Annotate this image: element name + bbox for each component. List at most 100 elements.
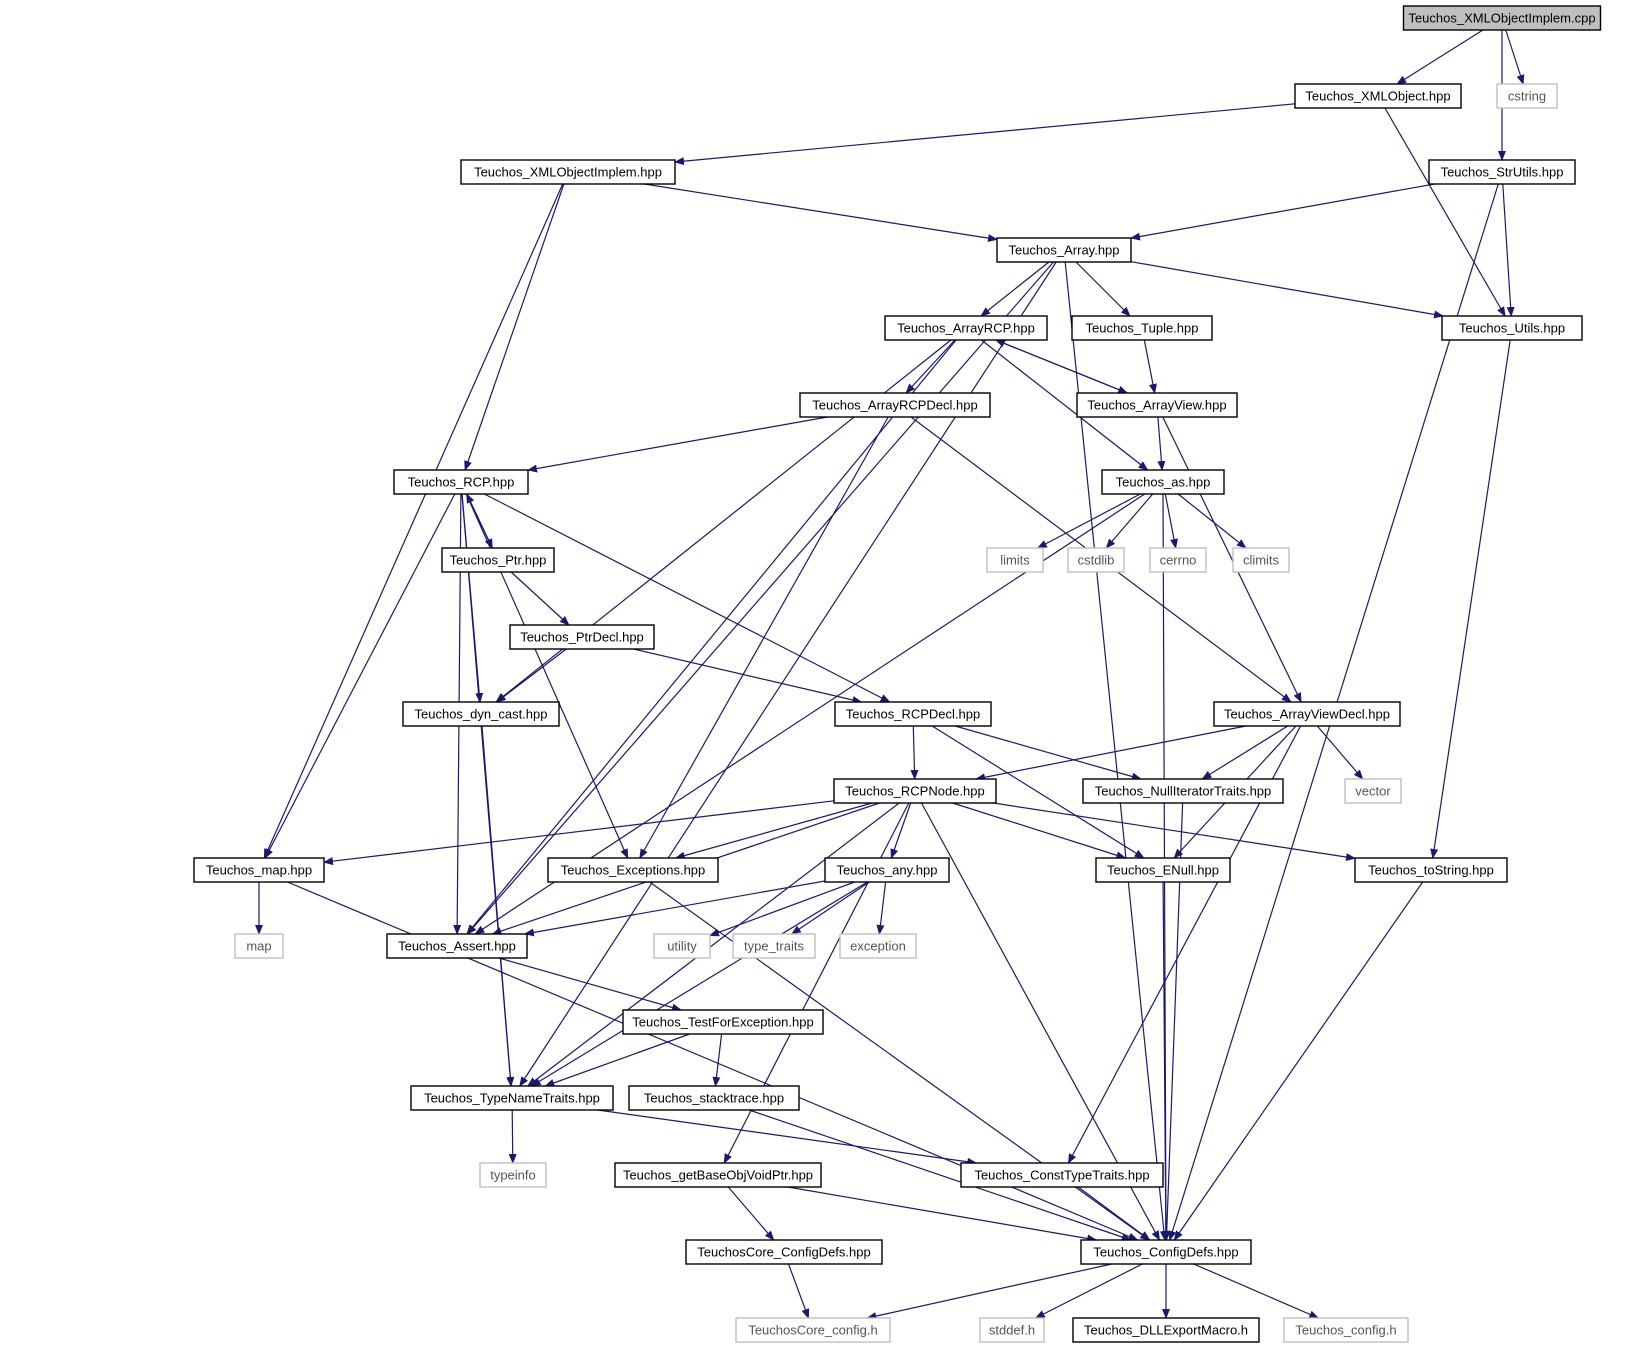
node-label: Teuchos_Exceptions.hpp — [561, 863, 706, 878]
edge-arrayrcp-to-arrayrcpdecl — [905, 339, 956, 394]
node-arrayview[interactable]: Teuchos_ArrayView.hpp — [1076, 392, 1238, 418]
node-consttype[interactable]: Teuchos_ConstTypeTraits.hpp — [960, 1162, 1164, 1188]
node-label: Teuchos_Tuple.hpp — [1086, 321, 1199, 336]
node-box — [1080, 1239, 1252, 1265]
node-getbaseobj[interactable]: Teuchos_getBaseObjVoidPtr.hpp — [614, 1162, 822, 1188]
node-arrayrcp[interactable]: Teuchos_ArrayRCP.hpp — [884, 315, 1048, 341]
node-label: Teuchos_map.hpp — [206, 863, 312, 878]
node-box — [509, 624, 655, 650]
edge-as-to-limits — [1036, 493, 1141, 549]
node-rcp[interactable]: Teuchos_RCP.hpp — [393, 469, 529, 495]
node-label: Teuchos_ArrayRCP.hpp — [897, 321, 1035, 336]
node-box — [653, 933, 711, 959]
node-map[interactable]: Teuchos_map.hpp — [193, 857, 325, 883]
node-box — [996, 237, 1132, 263]
edge-xmlimplem-to-array — [644, 183, 998, 243]
edge-arrayview-to-arrayviewdecl — [1162, 416, 1302, 703]
node-tuple[interactable]: Teuchos_Tuple.hpp — [1071, 315, 1213, 341]
node-xmlobject[interactable]: Teuchos_XMLObject.hpp — [1294, 83, 1462, 109]
node-label: Teuchos_Assert.hpp — [398, 939, 516, 954]
node-config: Teuchos_config.h — [1283, 1317, 1409, 1343]
edge-as-to-cerrno — [1164, 493, 1178, 549]
node-tostring[interactable]: Teuchos_toString.hpp — [1354, 857, 1508, 883]
edge-ptrdecl-to-dyncast — [495, 648, 567, 703]
edge-consttype-to-configdefs — [1077, 1186, 1151, 1241]
node-label: Teuchos_config.h — [1295, 1323, 1396, 1338]
node-box — [441, 547, 555, 573]
edge-configdefs-to-coreconfig — [866, 1263, 1112, 1320]
node-label: Teuchos_XMLObjectImplem.hpp — [474, 165, 662, 180]
node-label: Teuchos_RCPDecl.hpp — [846, 707, 980, 722]
node-box — [884, 315, 1048, 341]
node-any[interactable]: Teuchos_any.hpp — [824, 857, 950, 883]
node-label: Teuchos_dyn_cast.hpp — [415, 707, 548, 722]
node-coreconfig: TeuchosCore_config.h — [735, 1317, 891, 1343]
node-label: vector — [1355, 784, 1391, 799]
node-dyncast[interactable]: Teuchos_dyn_cast.hpp — [402, 701, 560, 727]
node-ptrdecl[interactable]: Teuchos_PtrDecl.hpp — [509, 624, 655, 650]
node-typename[interactable]: Teuchos_TypeNameTraits.hpp — [410, 1085, 614, 1111]
node-arrayrcpdecl[interactable]: Teuchos_ArrayRCPDecl.hpp — [799, 392, 991, 418]
node-stddef: stddef.h — [979, 1317, 1045, 1343]
node-exceptions[interactable]: Teuchos_Exceptions.hpp — [547, 857, 719, 883]
node-label: Teuchos_stacktrace.hpp — [644, 1091, 784, 1106]
node-label: Teuchos_Array.hpp — [1008, 243, 1119, 258]
node-box — [628, 1085, 800, 1111]
edge-rcpnode-to-exceptions — [674, 802, 873, 860]
edge-coreconfigdefs-to-coreconfig — [787, 1263, 810, 1319]
node-box — [460, 159, 676, 185]
edge-rcpnode-to-tostring — [993, 802, 1356, 861]
edge-array-to-tuple — [1075, 261, 1131, 317]
node-label: Teuchos_ArrayViewDecl.hpp — [1224, 707, 1390, 722]
node-strutils[interactable]: Teuchos_StrUtils.hpp — [1428, 159, 1576, 185]
node-utils[interactable]: Teuchos_Utils.hpp — [1441, 315, 1583, 341]
edge-rcpnode-to-typename — [527, 802, 900, 1087]
node-box — [614, 1162, 822, 1188]
node-nulliter[interactable]: Teuchos_NullIteratorTraits.hpp — [1082, 778, 1284, 804]
edge-rcpnode-to-enull — [952, 802, 1127, 860]
edge-assert-to-testforexc — [498, 957, 682, 1012]
node-box — [1149, 547, 1207, 573]
node-array[interactable]: Teuchos_Array.hpp — [996, 237, 1132, 263]
node-ptr[interactable]: Teuchos_Ptr.hpp — [441, 547, 555, 573]
node-root[interactable]: Teuchos_XMLObjectImplem.cpp — [1402, 5, 1602, 31]
node-assert[interactable]: Teuchos_Assert.hpp — [386, 933, 528, 959]
edge-rcp-to-map — [264, 493, 456, 859]
edge-rcpnode-to-any — [890, 802, 912, 859]
node-as[interactable]: Teuchos_as.hpp — [1101, 469, 1225, 495]
edge-typename-to-typeinfo — [508, 1109, 517, 1164]
node-label: typeinfo — [490, 1168, 536, 1183]
node-cstring: cstring — [1496, 83, 1558, 109]
node-box — [1402, 5, 1602, 31]
node-configdefs[interactable]: Teuchos_ConfigDefs.hpp — [1080, 1239, 1252, 1265]
edge-rcpnode-to-map — [323, 800, 835, 866]
edge-xmlimplem-to-map — [263, 183, 564, 859]
node-label: TeuchosCore_ConfigDefs.hpp — [697, 1245, 870, 1260]
edge-as-to-climits — [1177, 493, 1247, 549]
node-box — [386, 933, 528, 959]
node-label: exception — [850, 939, 906, 954]
node-coreconfigdefs[interactable]: TeuchosCore_ConfigDefs.hpp — [685, 1239, 883, 1265]
node-arrayviewdecl[interactable]: Teuchos_ArrayViewDecl.hpp — [1213, 701, 1401, 727]
node-box — [547, 857, 719, 883]
node-label: Teuchos_ConstTypeTraits.hpp — [974, 1168, 1149, 1183]
node-box — [986, 547, 1044, 573]
edge-array-to-configdefs — [1064, 261, 1168, 1241]
node-stacktrace[interactable]: Teuchos_stacktrace.hpp — [628, 1085, 800, 1111]
edge-getbaseobj-to-configdefs — [787, 1186, 1098, 1243]
node-testforexc[interactable]: Teuchos_TestForException.hpp — [622, 1009, 824, 1035]
node-xmlimplem[interactable]: Teuchos_XMLObjectImplem.hpp — [460, 159, 676, 185]
node-utility: utility — [653, 933, 711, 959]
node-enull[interactable]: Teuchos_ENull.hpp — [1095, 857, 1231, 883]
node-rcpdecl[interactable]: Teuchos_RCPDecl.hpp — [834, 701, 992, 727]
node-rcpnode[interactable]: Teuchos_RCPNode.hpp — [833, 778, 997, 804]
node-limits: limits — [986, 547, 1044, 573]
edge-arrayrcp-to-as — [981, 339, 1149, 471]
node-label: Teuchos_NullIteratorTraits.hpp — [1095, 784, 1272, 799]
node-box — [1072, 1317, 1260, 1343]
node-dllexport[interactable]: Teuchos_DLLExportMacro.h — [1072, 1317, 1260, 1343]
edge-any-to-exception — [876, 881, 887, 935]
node-label: map — [246, 939, 271, 954]
node-box — [1344, 778, 1402, 804]
node-box — [735, 1317, 891, 1343]
